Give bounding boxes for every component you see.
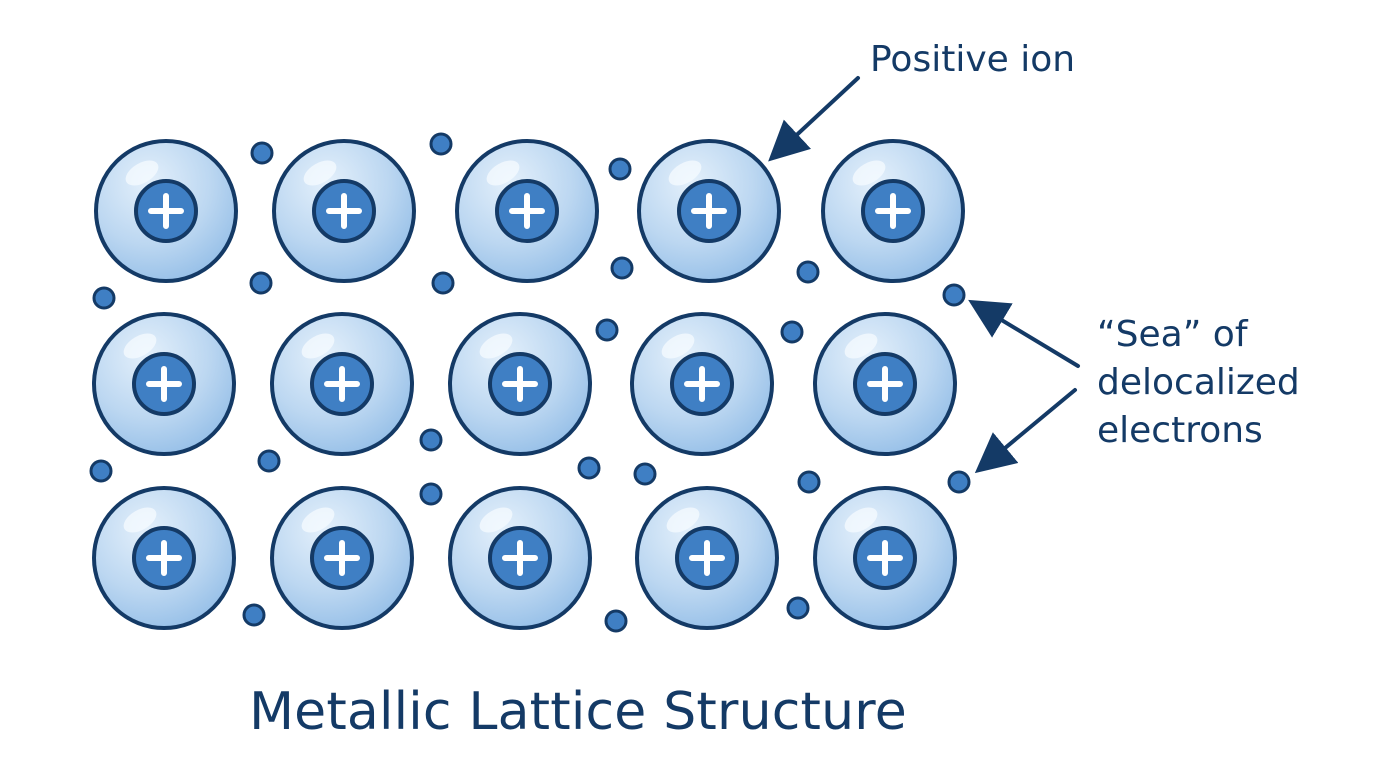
- positive-ion: [92, 486, 236, 630]
- ion-highlight: [844, 507, 878, 533]
- electron: [604, 609, 628, 633]
- ion-highlight: [668, 160, 702, 186]
- positive-ion: [635, 486, 779, 630]
- electron: [89, 459, 113, 483]
- electron: [610, 256, 634, 280]
- positive-ion-arrow: [768, 76, 860, 162]
- plus-icon: [324, 366, 360, 402]
- ion-highlight: [479, 333, 513, 359]
- positive-ion: [94, 139, 238, 283]
- diagram-title: Metallic Lattice Structure: [249, 682, 907, 742]
- electron: [242, 603, 266, 627]
- electron: [419, 482, 443, 506]
- electron: [947, 470, 971, 494]
- plus-icon: [875, 193, 911, 229]
- plus-icon: [867, 540, 903, 576]
- electron-sea-arrow-lower: [974, 388, 1077, 474]
- ion-highlight: [301, 507, 335, 533]
- plus-icon: [324, 540, 360, 576]
- electron: [429, 132, 453, 156]
- electron: [633, 462, 657, 486]
- electron: [249, 271, 273, 295]
- plus-icon: [326, 193, 362, 229]
- positive-ion: [455, 139, 599, 283]
- positive-ion-grid: [92, 139, 965, 630]
- electron: [797, 470, 821, 494]
- positive-ion-label: Positive ion: [870, 39, 1075, 80]
- positive-ion: [270, 312, 414, 456]
- electron-sea-arrow-upper: [968, 299, 1080, 368]
- positive-ion: [448, 312, 592, 456]
- plus-icon: [146, 540, 182, 576]
- electron-sea-label-line2: delocalized: [1097, 362, 1300, 403]
- ion-highlight: [479, 507, 513, 533]
- electron: [257, 449, 281, 473]
- ion-highlight: [301, 333, 335, 359]
- plus-icon: [146, 366, 182, 402]
- electron: [92, 286, 116, 310]
- electron: [786, 596, 810, 620]
- delocalized-electron-sea: [89, 132, 971, 633]
- ion-highlight: [852, 160, 886, 186]
- positive-ion: [270, 486, 414, 630]
- plus-icon: [684, 366, 720, 402]
- ion-highlight: [661, 333, 695, 359]
- annotation-layer: Positive ion “Sea” of delocalized electr…: [249, 39, 1300, 742]
- electron: [431, 271, 455, 295]
- ion-highlight: [486, 160, 520, 186]
- positive-ion: [92, 312, 236, 456]
- plus-icon: [691, 193, 727, 229]
- ion-highlight: [123, 507, 157, 533]
- plus-icon: [867, 366, 903, 402]
- positive-ion: [821, 139, 965, 283]
- positive-ion: [813, 486, 957, 630]
- plus-icon: [509, 193, 545, 229]
- ion-highlight: [123, 333, 157, 359]
- electron: [419, 428, 443, 452]
- positive-ion: [630, 312, 774, 456]
- electron: [577, 456, 601, 480]
- ion-highlight: [844, 333, 878, 359]
- ion-highlight: [303, 160, 337, 186]
- plus-icon: [502, 366, 538, 402]
- positive-ion: [272, 139, 416, 283]
- electron-sea-label-line1: “Sea” of: [1097, 314, 1249, 355]
- ion-highlight: [125, 160, 159, 186]
- electron: [595, 318, 619, 342]
- plus-icon: [689, 540, 725, 576]
- plus-icon: [502, 540, 538, 576]
- electron: [250, 141, 274, 165]
- ion-highlight: [666, 507, 700, 533]
- electron: [780, 320, 804, 344]
- electron: [796, 260, 820, 284]
- electron-sea-label-line3: electrons: [1097, 410, 1263, 451]
- electron: [942, 283, 966, 307]
- plus-icon: [148, 193, 184, 229]
- positive-ion: [637, 139, 781, 283]
- electron: [608, 157, 632, 181]
- positive-ion: [813, 312, 957, 456]
- positive-ion: [448, 486, 592, 630]
